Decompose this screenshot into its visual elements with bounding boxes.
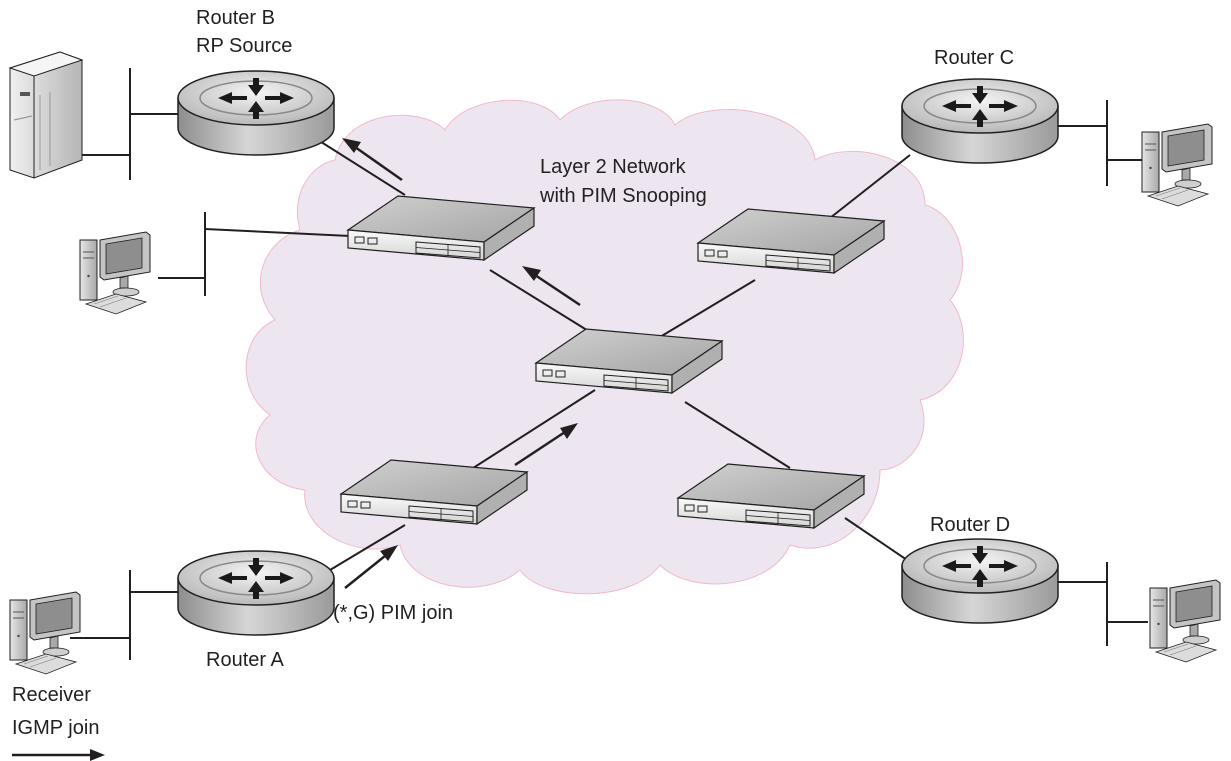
link-switch2-center — [654, 279, 756, 341]
arrow-icon — [344, 545, 398, 589]
arrow-icon — [342, 138, 403, 182]
link-switch3-center — [469, 389, 596, 471]
pc-icon — [1149, 579, 1221, 663]
arrow-icon — [514, 423, 578, 467]
link-routerb-switch1 — [317, 139, 406, 196]
router-b-role-label: RP Source — [196, 35, 293, 57]
server-icon — [8, 51, 84, 179]
link-routera-switch3 — [329, 524, 406, 571]
router-b-name-label: Router B — [196, 7, 275, 29]
router-a-icon — [177, 550, 335, 636]
link-pc2-switch1 — [204, 228, 351, 237]
network-title-line2: with PIM Snooping — [540, 185, 707, 207]
router-a-label: Router A — [206, 649, 284, 671]
link-switch1-center — [489, 269, 591, 333]
connections — [70, 68, 1148, 660]
pc-icon — [79, 231, 151, 315]
arrow-icon — [522, 266, 581, 307]
router-b-icon — [177, 70, 335, 156]
receiver-label: Receiver — [12, 684, 91, 706]
link-center-switch4 — [684, 401, 791, 469]
join-arrows — [12, 138, 581, 761]
router-c-label: Router C — [934, 47, 1015, 69]
network-title-line1: Layer 2 Network — [540, 156, 686, 178]
receiver-pc-icon — [9, 591, 81, 675]
router-d-icon — [901, 538, 1059, 624]
pim-join-label: (*,G) PIM join — [333, 602, 454, 624]
igmp-join-label: IGMP join — [12, 717, 100, 739]
router-c-icon — [901, 78, 1059, 164]
pc-icon — [1141, 123, 1213, 207]
router-d-label: Router D — [930, 514, 1011, 536]
arrow-icon — [12, 749, 105, 761]
link-routerc-switch2 — [829, 154, 911, 219]
link-switch4-routerd — [844, 517, 911, 563]
